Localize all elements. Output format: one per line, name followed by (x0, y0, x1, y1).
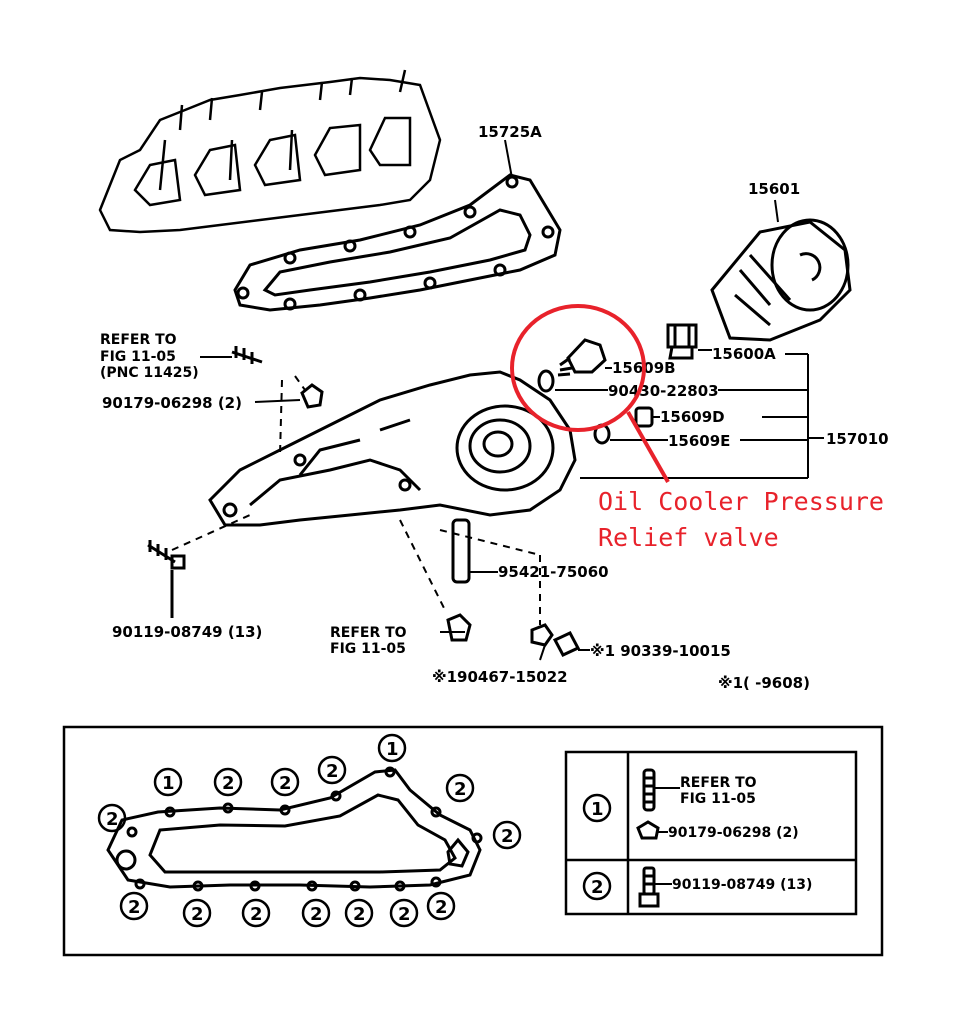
legend-part-1: 90179-06298 (2) (668, 825, 799, 841)
label-nut: 90179-06298 (2) (102, 394, 242, 412)
legend-marker-1 (582, 793, 612, 823)
relief-valve-drawing (537, 338, 607, 393)
label-refer-a-1: REFER TO (100, 332, 177, 348)
label-drain-cock: ※190467-15022 (432, 668, 568, 686)
marker-bottom-6: 2 (398, 904, 411, 925)
label-90430: 90430-22803 (608, 382, 719, 400)
legend-part-2: 90119-08749 (13) (672, 877, 812, 893)
label-95421: 95421-75060 (498, 563, 609, 581)
label-157010: 157010 (826, 430, 889, 448)
marker-top-5: 1 (386, 739, 399, 760)
marker-bottom-2: 2 (191, 904, 204, 925)
legend-marker-2 (582, 871, 612, 901)
label-15725a: 15725A (478, 123, 542, 141)
label-15601: 15601 (748, 180, 800, 198)
bolt-drawing (147, 540, 186, 618)
nut-drawing (300, 383, 324, 409)
detail-box (62, 725, 884, 957)
legend-refer: REFER TO (680, 775, 757, 791)
label-refer-a-3: (PNC 11425) (100, 365, 199, 381)
oil-filter-drawing (710, 218, 852, 342)
marker-bottom-7: 2 (435, 897, 448, 918)
stud-bolt-drawing (231, 346, 263, 364)
label-refer-b-2: FIG 11-05 (330, 641, 406, 657)
legend-bolt-icon (638, 866, 660, 908)
detail-gasket-drawing (106, 766, 483, 892)
leader-15725a (504, 139, 513, 179)
gasket-15725a-drawing (233, 173, 562, 312)
callout-annotation: Oil Cooler Pressure Relief valve (510, 304, 884, 552)
marker-bottom-5: 2 (353, 904, 366, 925)
marker-bottom-3: 2 (250, 904, 263, 925)
label-15609e: 15609E (668, 432, 730, 450)
gasket-marker-numbers: 1 2 2 2 1 2 2 2 2 2 2 2 2 2 2 (106, 739, 514, 925)
engine-block-drawing (98, 69, 442, 234)
callout-line-2: Relief valve (598, 523, 779, 552)
marker-top-6: 2 (454, 779, 467, 800)
oil-cooler-housing-drawing (208, 370, 577, 527)
legend-nut-icon (636, 820, 660, 840)
marker-top-1: 1 (162, 773, 175, 794)
pipe-drawing (451, 518, 471, 584)
dashed-leaders (171, 375, 541, 625)
part-leader-lines (200, 349, 824, 661)
marker-top-2: 2 (222, 773, 235, 794)
legend-row-1: 1 REFER TO FIG 11-05 90179-06298 (2) (582, 768, 799, 841)
drain-fitting-drawing (446, 613, 581, 657)
callout-circle (510, 304, 646, 432)
label-hose: ※1 90339-10015 (590, 642, 731, 660)
legend-table (564, 750, 858, 916)
label-bolt: 90119-08749 (13) (112, 623, 262, 641)
label-15609d: 15609D (660, 408, 725, 426)
callout-line-1: Oil Cooler Pressure (598, 487, 884, 516)
marker-bottom-1: 2 (128, 897, 141, 918)
marker-top-4: 2 (326, 761, 339, 782)
label-refer-b-1: REFER TO (330, 625, 407, 641)
label-15600a: 15600A (712, 345, 776, 363)
legend-stud-icon (642, 768, 656, 812)
legend-num-2: 2 (591, 877, 604, 898)
marker-right: 2 (501, 826, 514, 847)
marker-bottom-4: 2 (310, 904, 323, 925)
label-refer-a-2: FIG 11-05 (100, 349, 176, 365)
legend-fig: FIG 11-05 (680, 791, 756, 807)
legend-row-2: 2 90119-08749 (13) (582, 866, 812, 908)
legend-num-1: 1 (591, 799, 604, 820)
marker-top-3: 2 (279, 773, 292, 794)
union-drawing (666, 323, 698, 360)
callout-pointer (626, 411, 670, 483)
marker-left: 2 (106, 809, 119, 830)
leader-15601 (774, 199, 779, 223)
gasket-markers (97, 733, 522, 928)
label-footnote: ※1( -9608) (718, 674, 810, 692)
